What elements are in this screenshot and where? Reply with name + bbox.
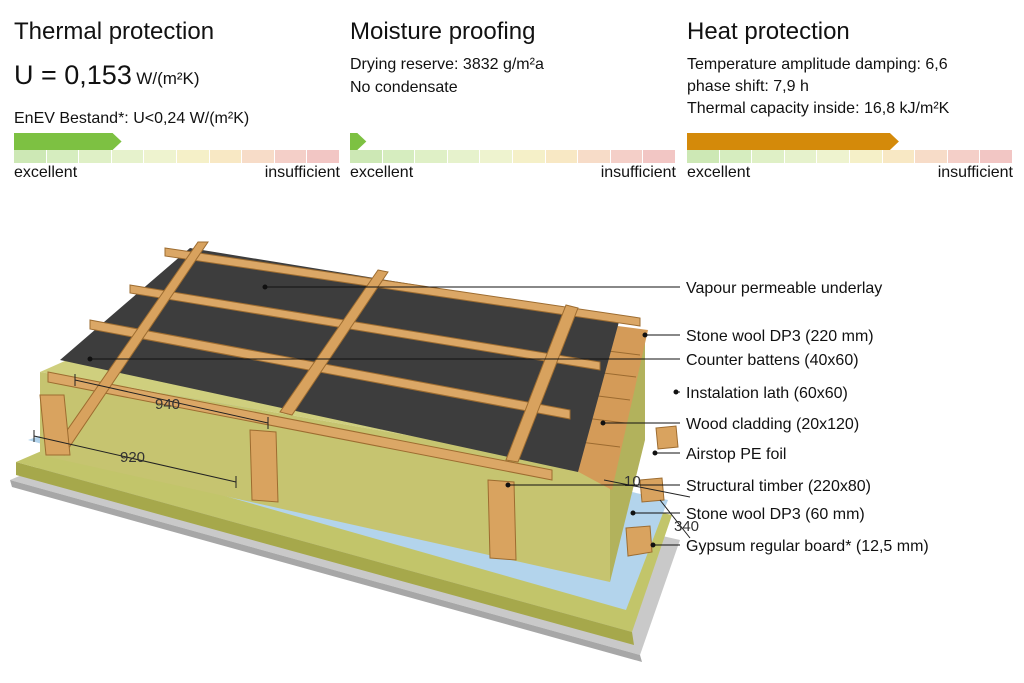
indicator-arrow <box>687 133 899 150</box>
scale-segment <box>545 150 578 163</box>
scale-segment <box>513 150 545 163</box>
scale-segment <box>14 150 46 163</box>
structural-timbers <box>39 394 679 561</box>
u-value-number: U = 0,153 <box>14 60 132 90</box>
scale-segment <box>610 150 643 163</box>
scale-segment <box>350 150 382 163</box>
dimension-340: 340 <box>674 518 699 535</box>
panel-title: Thermal protection <box>14 18 215 45</box>
panel-title: Heat protection <box>687 18 850 45</box>
stone-wool-60-edge <box>16 462 634 645</box>
callout-gypsum-board: Gypsum regular board* (12,5 mm) <box>686 538 929 555</box>
thermal-capacity: Thermal capacity inside: 16,8 kJ/m²K <box>687 100 950 117</box>
scale-segment <box>817 150 849 163</box>
scale-segment <box>274 150 307 163</box>
scale-segment <box>947 150 980 163</box>
dimension-940: 940 <box>155 396 180 413</box>
phase-shift: phase shift: 7,9 h <box>687 78 809 95</box>
wood-cladding <box>575 325 648 490</box>
callout-leaders <box>87 284 680 548</box>
scale-segment <box>307 150 339 163</box>
roof-section-diagram: 940 920 10 340 Vapour permeable underlay… <box>10 241 929 662</box>
scale-segment <box>177 150 209 163</box>
panel-title: Moisture proofing <box>350 18 536 45</box>
callout-structural-timber: Structural timber (220x80) <box>686 478 871 495</box>
label-insufficient: insufficient <box>937 164 1013 181</box>
rating-indicator <box>350 133 367 150</box>
scale-segment <box>687 150 719 163</box>
rating-scale <box>350 150 676 163</box>
scale-segment <box>578 150 610 163</box>
rating-indicator <box>687 133 899 150</box>
scale-segment <box>447 150 480 163</box>
label-excellent: excellent <box>687 164 751 181</box>
condensate-status: No condensate <box>350 79 458 96</box>
amplitude-damping: Temperature amplitude damping: 6,6 <box>687 56 948 73</box>
label-excellent: excellent <box>14 164 78 181</box>
callout-counter-battens: Counter battens (40x60) <box>686 352 859 369</box>
instalation-laths <box>51 241 579 463</box>
rating-scale <box>14 150 340 163</box>
callout-vapour-underlay: Vapour permeable underlay <box>686 280 882 297</box>
label-excellent: excellent <box>350 164 414 181</box>
u-value-unit: W/(m²K) <box>136 69 200 88</box>
indicator-arrow <box>350 133 367 150</box>
scale-segment <box>415 150 447 163</box>
label-insufficient: insufficient <box>264 164 340 181</box>
enev-requirement: EnEV Bestand*: U<0,24 W/(m²K) <box>14 110 250 127</box>
scale-segment <box>209 150 242 163</box>
stone-wool-220-side <box>610 330 645 582</box>
dimension-lines <box>33 374 691 539</box>
u-value: U = 0,153 W/(m²K) <box>14 60 200 91</box>
scale-segment <box>480 150 512 163</box>
scale-segment <box>111 150 144 163</box>
callout-stone-wool-220: Stone wool DP3 (220 mm) <box>686 328 874 345</box>
scale-segment <box>79 150 111 163</box>
indicator-arrow <box>14 133 122 150</box>
scale-segment <box>752 150 784 163</box>
scale-segment <box>850 150 882 163</box>
scale-segment <box>643 150 675 163</box>
stone-wool-220-front <box>40 372 610 582</box>
callout-airstop-foil: Airstop PE foil <box>686 446 786 463</box>
callout-wood-cladding: Wood cladding (20x120) <box>686 416 859 433</box>
label-insufficient: insufficient <box>600 164 676 181</box>
dimension-920: 920 <box>120 449 145 466</box>
scale-segment <box>382 150 415 163</box>
rating-scale <box>687 150 1013 163</box>
gypsum-board-edge <box>10 480 642 662</box>
scale-segment <box>144 150 176 163</box>
scale-segment <box>242 150 274 163</box>
scale-segment <box>980 150 1012 163</box>
rating-indicator <box>14 133 122 150</box>
callout-instalation-lath: Instalation lath (60x60) <box>686 385 848 402</box>
scale-segment <box>46 150 79 163</box>
dimension-10: 10 <box>624 473 641 490</box>
callout-stone-wool-60: Stone wool DP3 (60 mm) <box>686 506 865 523</box>
scale-segment <box>915 150 947 163</box>
scale-segment <box>882 150 915 163</box>
scale-segment <box>784 150 817 163</box>
drying-reserve: Drying reserve: 3832 g/m²a <box>350 56 544 73</box>
scale-segment <box>719 150 752 163</box>
